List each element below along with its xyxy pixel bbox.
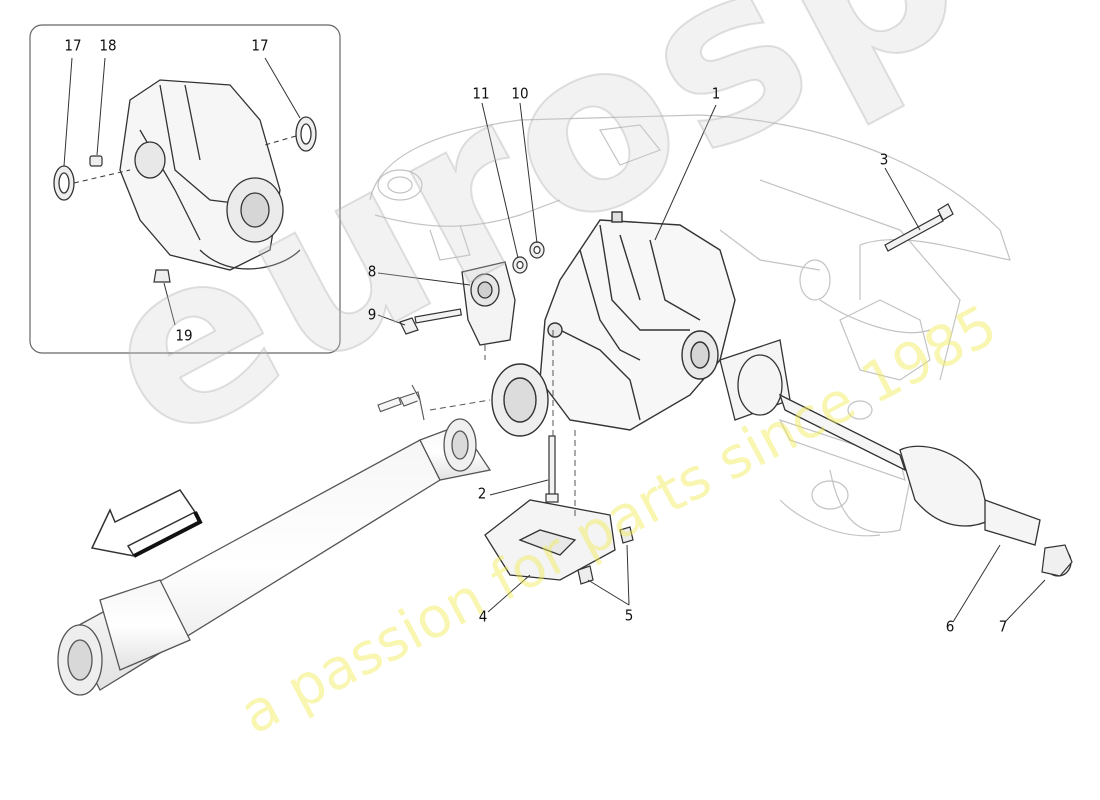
callout-8: 8 <box>367 262 377 281</box>
callout-inset-17-left: 17 <box>64 36 82 55</box>
bolt-9 <box>399 308 463 335</box>
inset-differential <box>119 79 301 271</box>
inset-seal-left <box>53 165 75 201</box>
inset-seal-right <box>295 116 317 152</box>
callout-9: 9 <box>367 305 377 324</box>
rear-differential <box>491 211 736 437</box>
callout-11: 11 <box>472 84 490 103</box>
callout-1: 1 <box>711 84 721 103</box>
inset-plug-18 <box>89 155 103 167</box>
inset-panel <box>29 24 341 354</box>
arrow-left-down-icon <box>90 489 203 558</box>
callout-2: 2 <box>477 484 487 503</box>
callout-3: 3 <box>879 150 889 169</box>
stud-2 <box>545 435 559 503</box>
inset-plug-19 <box>153 269 171 283</box>
callout-5: 5 <box>624 606 634 625</box>
callout-inset-18: 18 <box>99 36 117 55</box>
bracket-plate <box>484 499 616 581</box>
inset-leaders <box>63 57 301 326</box>
callout-inset-17-right: 17 <box>251 36 269 55</box>
leader-lines <box>377 102 1046 623</box>
long-bolt-3 <box>884 203 954 252</box>
mounting-bush <box>461 261 516 346</box>
subframe-background <box>369 114 1011 537</box>
nut-7 <box>1041 544 1073 577</box>
propeller-shaft <box>57 418 492 696</box>
assembly-dashes <box>429 330 576 520</box>
callout-4: 4 <box>478 607 488 626</box>
bolts-5 <box>577 526 634 585</box>
washers <box>512 241 545 274</box>
drive-shaft <box>719 339 1072 577</box>
callout-10: 10 <box>511 84 529 103</box>
callout-inset-19: 19 <box>175 326 193 345</box>
callout-6: 6 <box>945 617 955 636</box>
callout-7: 7 <box>998 617 1008 636</box>
small-bolt-clip <box>377 384 425 421</box>
